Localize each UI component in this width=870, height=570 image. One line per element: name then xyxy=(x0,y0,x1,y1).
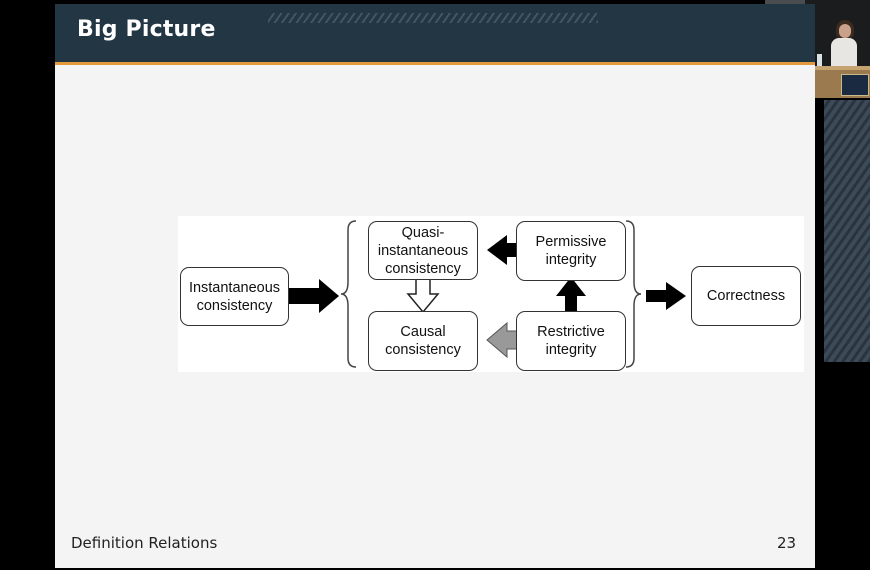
node-causal-consistency: Causal consistency xyxy=(368,311,478,371)
left-brace xyxy=(340,220,357,368)
right-brace xyxy=(625,220,642,368)
side-decoration xyxy=(824,100,870,362)
webcam-water-bottle xyxy=(817,54,822,68)
slide-title: Big Picture xyxy=(77,17,216,42)
node-restrictive-integrity: Restrictive integrity xyxy=(516,311,626,371)
webcam-speaker-head xyxy=(839,24,851,38)
slide-page-number: 23 xyxy=(777,534,797,552)
node-quasi-instantaneous-consistency: Quasi- instantaneous consistency xyxy=(368,221,478,280)
node-instantaneous-consistency: Instantaneous consistency xyxy=(180,267,289,326)
webcam-lectern-sign xyxy=(841,74,869,96)
header-underline xyxy=(55,62,815,65)
node-permissive-integrity: Permissive integrity xyxy=(516,221,626,281)
arrow-group-to-correctness xyxy=(646,282,686,310)
header-hatch-decoration xyxy=(268,13,598,23)
definition-relations-diagram: Instantaneous consistency Quasi- instant… xyxy=(178,216,804,372)
arrow-permissive-to-quasi xyxy=(487,235,527,265)
node-correctness: Correctness xyxy=(691,266,801,326)
footer-section-title: Definition Relations xyxy=(71,534,218,552)
arrow-quasi-to-causal xyxy=(406,277,440,314)
webcam-speaker-body xyxy=(831,38,857,68)
presentation-slide: Big Picture Instantaneous consistency Qu… xyxy=(55,4,815,568)
webcam-lectern-top xyxy=(789,66,870,72)
arrow-instantaneous-to-group xyxy=(289,279,339,313)
arrow-restrictive-to-permissive xyxy=(556,277,586,314)
slide-header: Big Picture xyxy=(55,4,815,62)
